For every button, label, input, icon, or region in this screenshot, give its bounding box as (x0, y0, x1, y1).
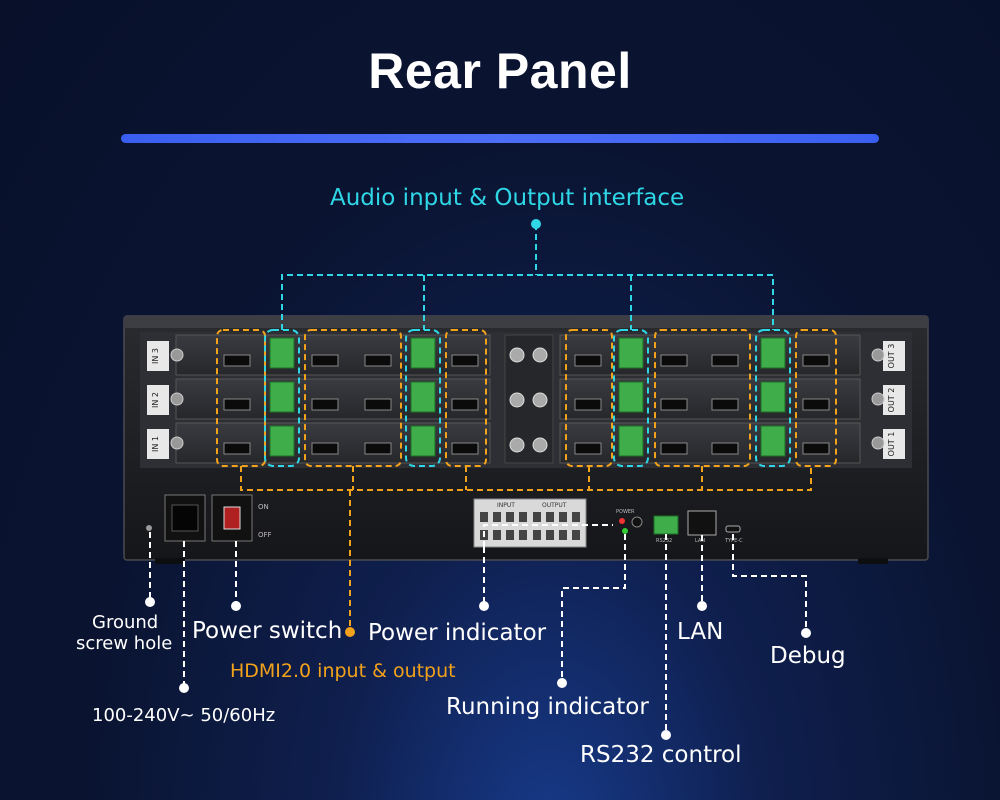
running-indicator-label: Running indicator (446, 694, 649, 720)
hdmi-callout-dot (345, 627, 355, 637)
debug-port-label: TYPE-C (724, 538, 743, 544)
hdmi-highlight-boxes (216, 329, 837, 632)
title-underline-bar (121, 134, 879, 143)
hdmi-ports (223, 354, 830, 455)
slot-label-in2: IN 2 (151, 392, 160, 408)
power-led (619, 518, 625, 524)
audio-callout-dot (531, 219, 541, 229)
power-indicator-label: Power indicator (368, 620, 547, 646)
center-bnc-connectors (504, 334, 554, 464)
dip-input-label: INPUT (497, 502, 515, 509)
slot-label-out2: OUT 2 (887, 388, 896, 413)
power-inlet (164, 494, 206, 542)
lan-port (687, 510, 717, 536)
slot-label-out1: OUT 1 (887, 432, 896, 457)
slot-label-in1: IN 1 (151, 436, 160, 452)
running-led (622, 528, 628, 534)
slot-label-in3: IN 3 (151, 348, 160, 364)
power-led-label: POWER (616, 509, 635, 515)
lan-port-label: LAN (695, 538, 705, 544)
rs232-terminal (653, 515, 679, 535)
hdmi-label: HDMI2.0 input & output (230, 660, 456, 682)
dip-output-label: OUTPUT (542, 502, 567, 509)
input-slot-labels: IN 3 IN 2 IN 1 (147, 341, 184, 459)
power-input-label: 100-240V~ 50/60Hz (92, 705, 276, 726)
switch-off-label: OFF (258, 531, 272, 539)
callout-dots (145, 597, 811, 740)
debug-label: Debug (770, 643, 846, 669)
reset-jack (631, 516, 643, 528)
rs232-port-label: RS232 (656, 538, 672, 544)
page-title: Rear Panel (368, 43, 632, 99)
slot-label-out3: OUT 3 (887, 344, 896, 369)
ground-label-line1: Ground (92, 612, 159, 633)
audio-interface-label: Audio input & Output interface (330, 185, 685, 211)
output-slot-labels: OUT 3 OUT 2 OUT 1 (871, 341, 905, 459)
leader-lines (149, 524, 807, 735)
chassis-top-edge (124, 316, 928, 328)
switch-on-label: ON (258, 503, 269, 511)
audio-terminal-blocks (269, 337, 786, 457)
dip-switch-panel: INPUT OUTPUT (473, 498, 587, 548)
ground-label-line2: screw hole (76, 633, 173, 654)
lan-label: LAN (677, 619, 724, 645)
rs232-label: RS232 control (580, 742, 742, 768)
debug-port (725, 525, 741, 533)
chassis-foot-left (155, 558, 185, 564)
power-switch-label: Power switch (192, 618, 343, 644)
audio-highlight-boxes (264, 224, 791, 467)
chassis-foot-right (858, 558, 888, 564)
power-switch-hardware: ON OFF (211, 494, 272, 542)
ground-screw (146, 525, 152, 531)
